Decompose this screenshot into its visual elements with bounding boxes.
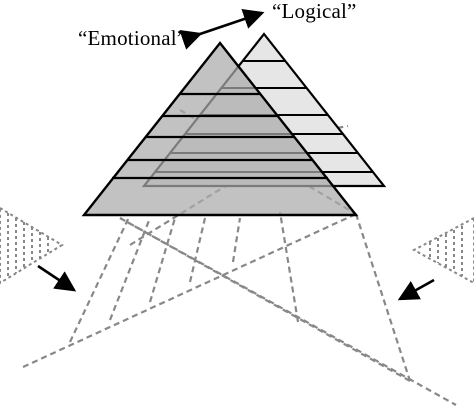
projection-lines — [22, 109, 457, 406]
label-emotional: “Emotional” — [78, 26, 187, 50]
left-side-triangle — [0, 206, 64, 285]
left-arrow — [37, 264, 77, 292]
right-arrow — [397, 278, 435, 301]
right-side-triangle — [411, 216, 474, 285]
double-arrow — [179, 8, 265, 50]
label-logical: “Logical” — [272, 0, 357, 23]
emotional-pyramid — [81, 41, 359, 217]
